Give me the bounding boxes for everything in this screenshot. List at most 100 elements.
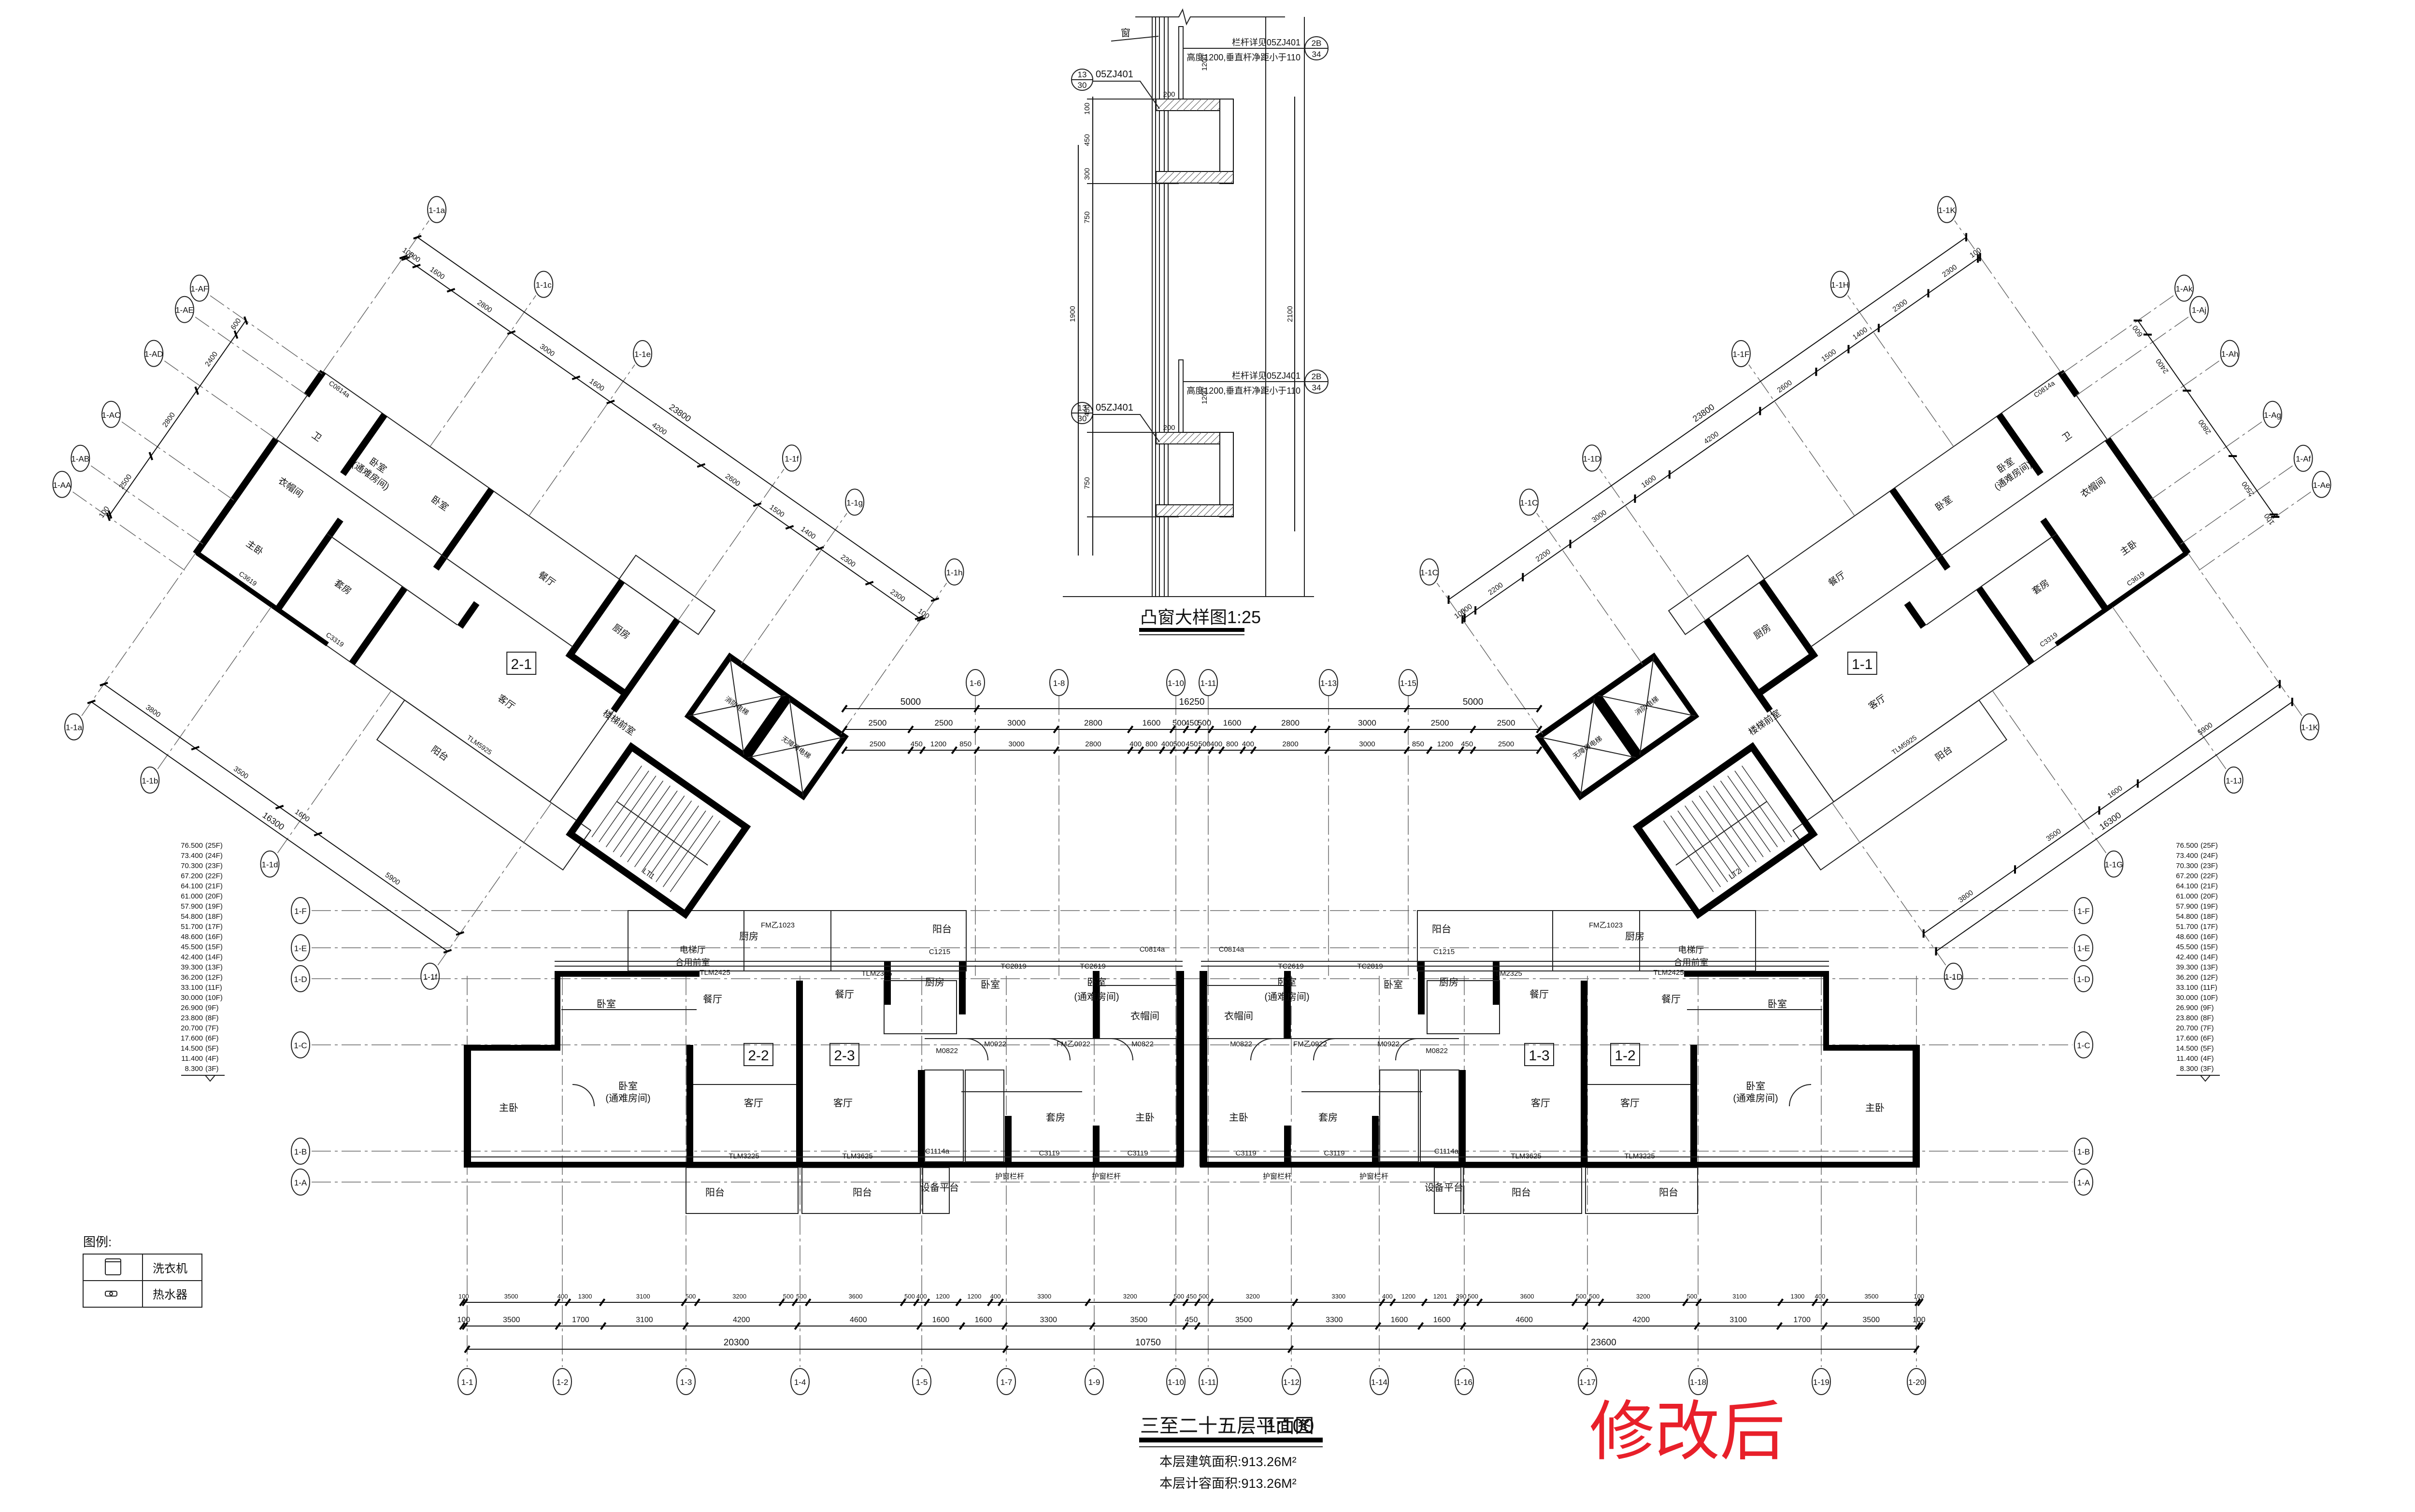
dimension-value: 2500 xyxy=(1431,718,1449,727)
door-window-code: TLM2325 xyxy=(861,970,892,978)
dimension-tick xyxy=(930,597,940,602)
elevation-value: 48.600 xyxy=(181,933,203,941)
railing-note: 栏杆详见05ZJ401 xyxy=(1232,38,1300,47)
axis-label: 1-1K xyxy=(1938,206,1956,215)
stair-handrail xyxy=(1675,801,1767,866)
wall xyxy=(918,1070,925,1167)
dimension-line xyxy=(1448,237,1967,600)
grid-line xyxy=(157,606,272,770)
dimension-value: 400 xyxy=(557,1293,568,1300)
unit-number: 1-2 xyxy=(1615,1048,1635,1064)
dimension-tick xyxy=(1476,1298,1483,1307)
wall xyxy=(464,1045,471,1167)
hatch-line xyxy=(1189,171,1202,184)
elevation-value: 51.700 xyxy=(181,923,203,931)
dimension-tick xyxy=(2137,779,2139,788)
door-window-code: M0922 xyxy=(1377,1040,1400,1048)
wall xyxy=(1755,650,1818,698)
axis-bubble-wing: 1-1K xyxy=(1937,196,1957,223)
unit-number: 1-1 xyxy=(1852,656,1872,672)
stair-core xyxy=(1632,742,1818,919)
dimension-value: 3200 xyxy=(1246,1293,1260,1300)
dimension-tick xyxy=(314,831,323,837)
dimension-tick xyxy=(2098,806,2101,815)
hatch-line xyxy=(1162,504,1175,517)
dimension-value: 1700 xyxy=(572,1316,589,1324)
wall xyxy=(2104,437,2191,556)
unit-label: 1-1 xyxy=(1847,651,1877,675)
dimension-tick xyxy=(606,399,615,404)
axis-bubble-wing: 1-1h xyxy=(944,558,964,586)
axis-bubble-bottom: 1-5 xyxy=(912,1368,931,1395)
grid-line xyxy=(323,220,429,372)
axis-bubble-circle xyxy=(64,713,84,741)
room-label: 衣帽间 xyxy=(1130,1011,1159,1022)
axis-bubble-circle xyxy=(427,196,447,223)
axis-bubble-circle xyxy=(782,444,801,472)
dimension-value: 3600 xyxy=(1520,1293,1534,1300)
axis-bubble-right: 1-F xyxy=(2074,897,2093,924)
dimension-value: 500 xyxy=(1199,740,1211,748)
hatch-line xyxy=(1162,171,1175,184)
dimension-tick xyxy=(681,1298,687,1307)
hatch-line xyxy=(1156,432,1168,444)
dimension-value: 4200 xyxy=(1632,1316,1650,1324)
dimension-tick xyxy=(1053,725,1059,734)
dimension-value: 450 xyxy=(911,740,923,748)
dimension-tick xyxy=(2183,389,2191,392)
floor-number: (3F) xyxy=(205,1065,219,1073)
elevation-marker-icon xyxy=(205,1075,215,1082)
hatch-line xyxy=(1183,432,1195,444)
dimension-tick xyxy=(1127,746,1134,755)
elevation-value: 36.200 xyxy=(2176,973,2198,982)
wall xyxy=(1690,1045,1697,1167)
area-building: 本层建筑面积:913.26M² xyxy=(1159,1455,1297,1469)
room-label: 餐厅 xyxy=(703,994,722,1005)
elevation-value: 39.300 xyxy=(181,963,203,971)
elevation-value: 20.700 xyxy=(2176,1024,2198,1032)
room-label: 餐厅 xyxy=(1529,989,1549,1000)
floor-number: (22F) xyxy=(2201,872,2218,880)
dimension-tick xyxy=(1453,1298,1459,1307)
dimension-tick xyxy=(1922,929,1925,938)
dimension-tick xyxy=(1183,746,1189,755)
door-swing xyxy=(1250,1038,1273,1061)
wall xyxy=(1093,1126,1100,1167)
axis-label: 1-1H xyxy=(1831,281,1849,290)
axis-bubble-circle xyxy=(1455,1368,1474,1395)
dimension-tick xyxy=(1682,1298,1689,1307)
room-label: 套房 xyxy=(1318,1112,1338,1123)
railing-note: 栏杆详见05ZJ401 xyxy=(1232,371,1300,381)
dimension-tick xyxy=(600,1322,607,1330)
dimension-tick xyxy=(243,316,248,325)
dimension-tick xyxy=(413,235,422,240)
axis-bubble-wing: 1-AD xyxy=(144,340,164,367)
hatch-line xyxy=(1196,99,1209,111)
dimension-tick xyxy=(1582,1322,1589,1330)
dimension-value: 100 xyxy=(458,1293,469,1300)
axis-bubble-top: 1-11 xyxy=(1199,669,1218,696)
dimension-tick xyxy=(1821,1322,1828,1330)
floor-number: (19F) xyxy=(2201,902,2218,911)
axis-bubble-wing: 1-1b xyxy=(140,766,160,794)
dimension-tick xyxy=(1085,1298,1091,1307)
room-label: (通难房间) xyxy=(1264,991,1309,1002)
elevator-shaft xyxy=(1535,694,1640,800)
dimension-value: 750 xyxy=(1083,477,1091,489)
standard-ref: 05ZJ401 xyxy=(1096,69,1133,80)
floor-number: (5F) xyxy=(205,1044,219,1053)
dimension-value: 500 xyxy=(1198,718,1211,727)
partition-line xyxy=(276,439,574,648)
dimension-tick xyxy=(1536,746,1543,755)
dimension-value: 3500 xyxy=(1235,1316,1253,1324)
elevator-cross xyxy=(1598,695,1696,717)
elevation-value: 30.000 xyxy=(181,994,203,1002)
wall xyxy=(1372,1116,1379,1167)
railing-ref-bottom: 34 xyxy=(1312,383,1321,392)
wall xyxy=(1913,1045,1920,1167)
dimension-tick xyxy=(1927,289,1929,298)
lobby-label: 电梯厅 xyxy=(680,945,706,955)
dimension-value: 450 xyxy=(1185,718,1199,727)
door-window-code: FM乙1023 xyxy=(761,921,795,929)
